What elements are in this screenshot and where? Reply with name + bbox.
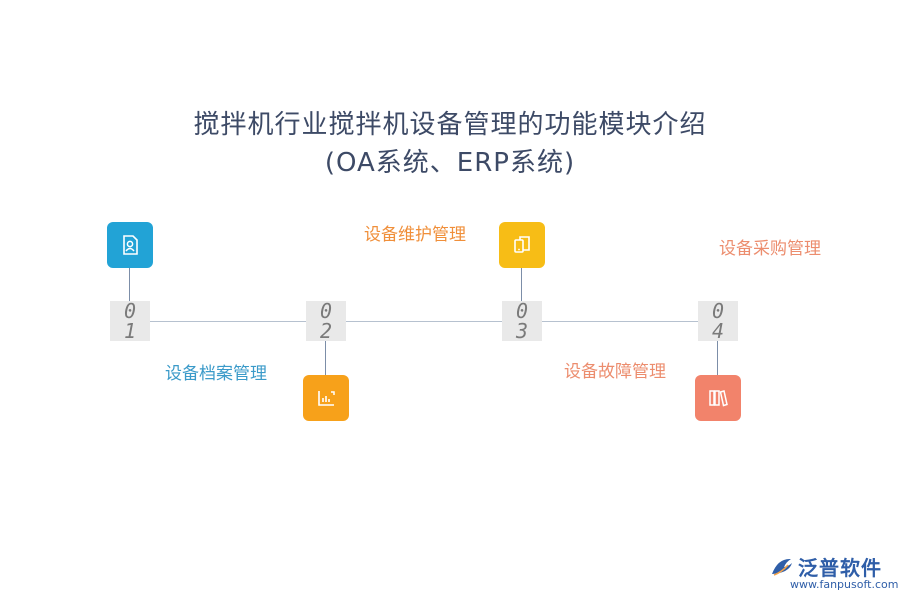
step-4-connector [717, 340, 718, 377]
brand-url: www.fanpusoft.com [790, 578, 899, 591]
fanpu-logo-icon [772, 558, 792, 576]
step-2-icon-tile [303, 375, 349, 421]
step-3-icon-tile [499, 222, 545, 268]
step-2-connector [325, 340, 326, 377]
step-3-number: 0 3 [502, 301, 542, 341]
step-4-icon-tile [695, 375, 741, 421]
devices-icon [514, 236, 530, 253]
title-line-2: (OA系统、ERP系统) [324, 148, 576, 178]
step-1-number: 0 1 [110, 301, 150, 341]
timeline-axis [128, 321, 720, 322]
step-2-number: 0 2 [306, 301, 346, 341]
title-line-1: 搅拌机行业搅拌机设备管理的功能模块介绍 [193, 110, 707, 140]
step-4-label: 设备采购管理 [719, 239, 821, 259]
step-1-label: 设备档案管理 [165, 364, 267, 384]
step-4-number: 0 4 [698, 301, 738, 341]
chart-icon [318, 391, 335, 406]
step-2-label: 设备维护管理 [364, 225, 466, 245]
step-1-icon-tile [107, 222, 153, 268]
step-3-label: 设备故障管理 [564, 362, 666, 382]
brand-logo: 泛普软件 [768, 552, 882, 581]
brand-name: 泛普软件 [798, 556, 882, 580]
step-1-connector [129, 266, 130, 303]
user-document-icon [123, 235, 138, 255]
step-3-connector [521, 266, 522, 303]
diagram-title: 搅拌机行业搅拌机设备管理的功能模块介绍 (OA系统、ERP系统) [0, 106, 900, 182]
books-icon [709, 390, 728, 407]
